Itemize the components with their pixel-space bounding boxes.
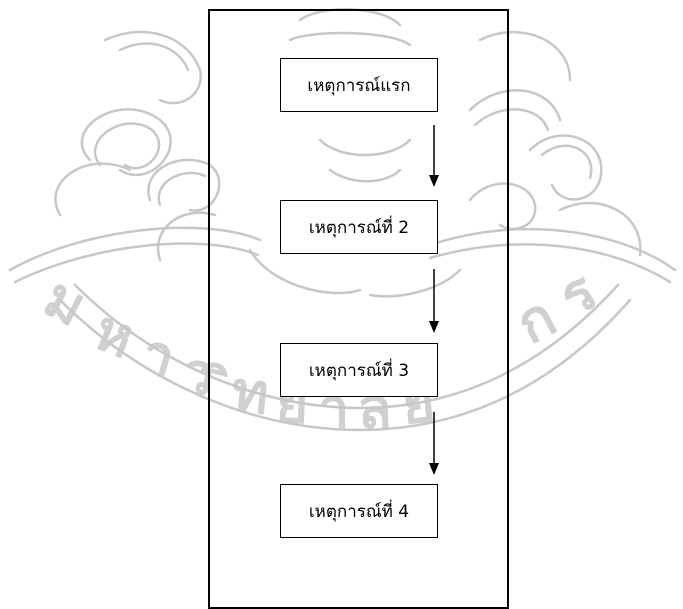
step-label-3: เหตุการณ์ที่ 3 — [308, 360, 410, 381]
svg-text:ท: ท — [229, 359, 273, 428]
step-box-4: เหตุการณ์ที่ 4 — [280, 484, 438, 538]
step-box-1: เหตุการณ์แรก — [280, 58, 438, 112]
svg-text:ม: ม — [33, 265, 96, 340]
arrow-down-icon — [429, 125, 439, 187]
step-box-3: เหตุการณ์ที่ 3 — [280, 343, 438, 397]
svg-text:ก: ก — [506, 284, 566, 357]
svg-text:า: า — [134, 321, 182, 392]
arrow-down-icon — [429, 269, 439, 333]
svg-text:ร: ร — [547, 259, 608, 330]
arrow-down-icon — [429, 412, 439, 475]
step-label-2: เหตุการณ์ที่ 2 — [308, 217, 410, 238]
step-box-2: เหตุการณ์ที่ 2 — [280, 200, 438, 254]
step-label-4: เหตุการณ์ที่ 4 — [308, 501, 410, 522]
step-label-1: เหตุการณ์แรก — [307, 75, 411, 96]
